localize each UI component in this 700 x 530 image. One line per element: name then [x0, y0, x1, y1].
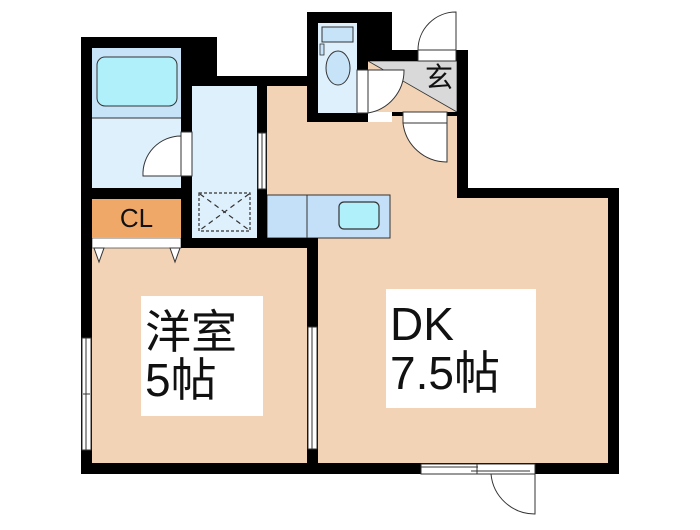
front-door-swing-icon [417, 11, 457, 51]
sink-icon [338, 201, 380, 230]
dk-room-name: DK [390, 298, 454, 351]
dk-room-label: DK 7.5帖 [386, 289, 536, 408]
hall-door [402, 111, 448, 124]
western-room-size: 5帖 [145, 354, 217, 406]
washing-machine-icon [198, 192, 251, 232]
bathtub-icon [96, 56, 178, 107]
closet-label: CL [119, 203, 154, 233]
openings [81, 11, 536, 515]
bathroom-door-swing-icon [142, 135, 182, 177]
toilet-door [356, 69, 369, 114]
washroom-floor [192, 86, 257, 238]
toilet-door-swing-icon [367, 69, 405, 114]
western-room-label: 洋室 5帖 [141, 296, 263, 416]
bathroom-door [180, 131, 193, 177]
dk-window [420, 463, 536, 475]
toilet-bowl-icon [325, 50, 351, 86]
closet-floor [92, 199, 181, 237]
dk-room-size: 7.5帖 [390, 346, 500, 399]
western-room-name: 洋室 [145, 305, 237, 358]
toilet-tank-icon [321, 26, 354, 43]
hall-door-swing-icon [402, 122, 448, 163]
balcony-door-swing-icon [490, 473, 536, 515]
entrance-label: 玄 [424, 61, 453, 94]
